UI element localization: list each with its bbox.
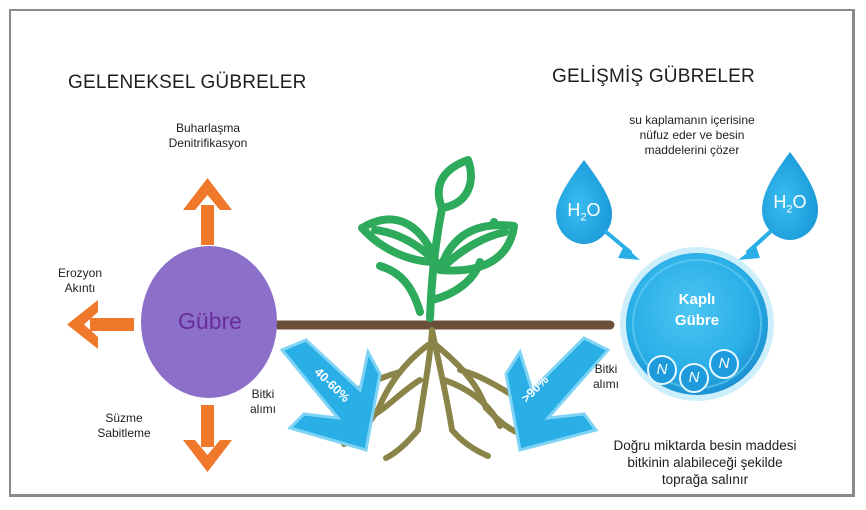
traditional-title: GELENEKSEL GÜBRELER: [68, 72, 307, 94]
loss-top-label: Buharlaşma Denitrifikasyon: [160, 121, 256, 151]
water-line2: nüfuz eder ve besin: [612, 128, 772, 143]
left-arrow-icon: [67, 300, 134, 349]
loss-left-label: Erozyon Akıntı: [48, 266, 112, 296]
fertilizer-label: Gübre: [170, 308, 250, 335]
water-arrow-left-icon: [606, 232, 640, 260]
plant-leaves-icon: [362, 160, 514, 318]
nutrient-n-3: N: [714, 355, 734, 372]
water-label-right: H2O: [766, 192, 814, 216]
advanced-title: GELİŞMİŞ GÜBRELER: [552, 66, 755, 88]
uptake-left-line2: alımı: [243, 402, 283, 417]
loss-left-line1: Erozyon: [48, 266, 112, 281]
uptake-left-label: Bitki alımı: [243, 387, 283, 417]
nutrient-n-2: N: [684, 369, 704, 386]
uptake-arrow-left: [282, 340, 380, 450]
uptake-right-label: Bitki alımı: [588, 362, 624, 392]
up-arrow-icon: [183, 178, 232, 245]
loss-bottom-line1: Süzme: [84, 411, 164, 426]
water-description: su kaplamanın içerisine nüfuz eder ve be…: [612, 113, 772, 158]
loss-left-line2: Akıntı: [48, 281, 112, 296]
water-label-left: H2O: [560, 200, 608, 224]
loss-bottom-line2: Sabitleme: [84, 426, 164, 441]
uptake-right-line1: Bitki: [588, 362, 624, 377]
water-line1: su kaplamanın içerisine: [612, 113, 772, 128]
release-description: Doğru miktarda besin maddesi bitkinin al…: [600, 437, 810, 488]
water-arrow-right-icon: [738, 232, 770, 260]
coated-fertilizer-label: Kaplı Gübre: [652, 289, 742, 331]
release-line1: Doğru miktarda besin maddesi: [600, 437, 810, 454]
uptake-right-line2: alımı: [588, 377, 624, 392]
down-arrow-icon: [183, 405, 232, 472]
loss-top-line2: Denitrifikasyon: [160, 136, 256, 151]
release-line2: bitkinin alabileceği şekilde: [600, 454, 810, 471]
coated-line2: Gübre: [652, 310, 742, 331]
coated-line1: Kaplı: [652, 289, 742, 310]
loss-bottom-label: Süzme Sabitleme: [84, 411, 164, 441]
water-line3: maddelerini çözer: [612, 143, 772, 158]
nutrient-n-1: N: [652, 361, 672, 378]
loss-top-line1: Buharlaşma: [160, 121, 256, 136]
uptake-left-line1: Bitki: [243, 387, 283, 402]
release-line3: toprağa salınır: [600, 471, 810, 488]
